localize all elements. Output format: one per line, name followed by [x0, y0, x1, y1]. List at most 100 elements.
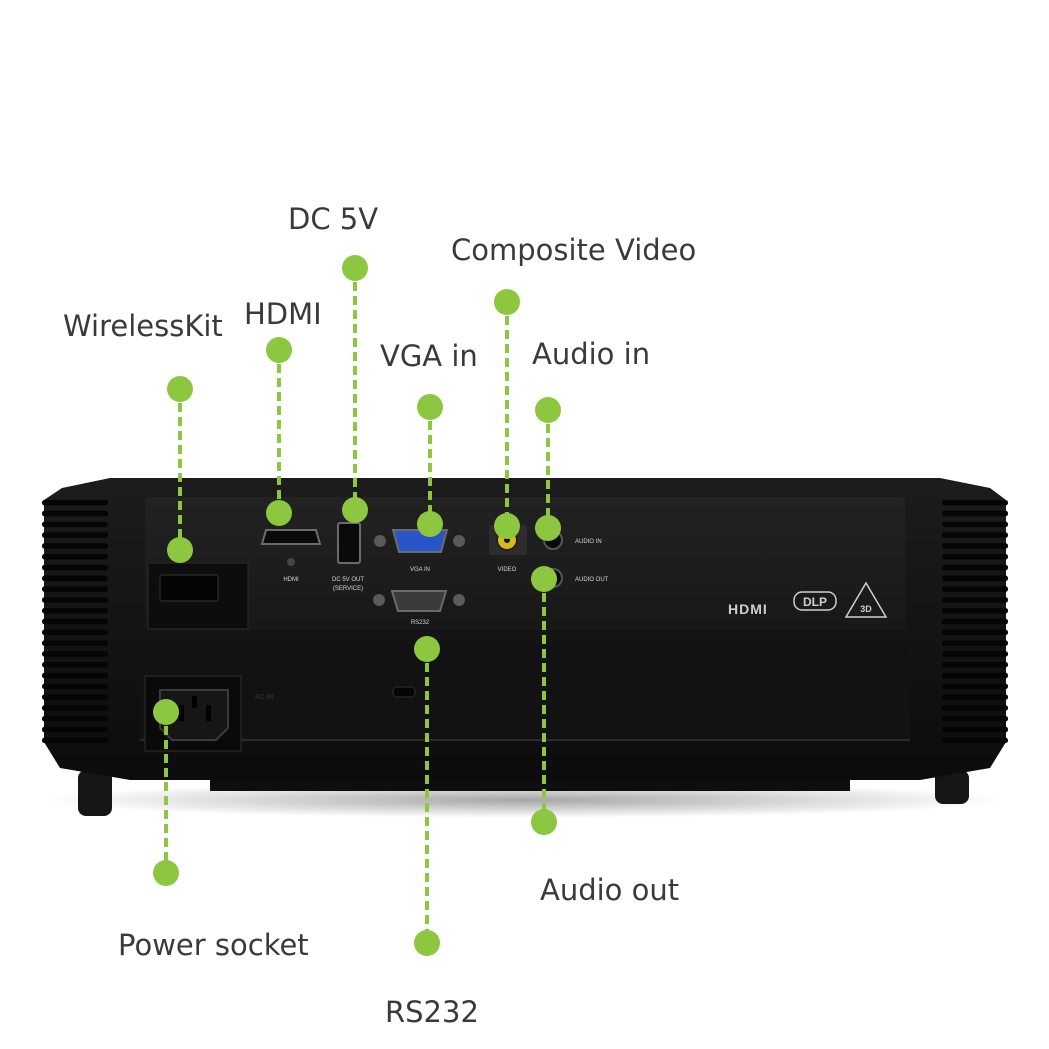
callout-hdmi-dot-start — [266, 337, 292, 363]
callout-audio-out-dot-end — [531, 809, 557, 835]
lower-panel — [140, 640, 910, 740]
callout-dc-5v — [342, 255, 368, 523]
vent-slat — [942, 705, 1008, 711]
vent-slat — [942, 554, 1008, 560]
callout-hdmi-dot-end — [266, 500, 292, 526]
callout-dc-5v-dot-end — [342, 497, 368, 523]
rs232-port — [390, 590, 448, 612]
vent-slat — [42, 683, 108, 690]
vent-slat — [42, 640, 108, 646]
vga-screw-right — [453, 535, 465, 547]
label-audio-out: Audio out — [540, 873, 679, 907]
callout-composite-video-dot-start — [494, 289, 520, 315]
callout-wireless-kit — [167, 376, 193, 563]
vent-slat — [42, 543, 108, 549]
label-wireless-kit: WirelessKit — [63, 309, 223, 343]
panel-text-power: AC IN — [255, 694, 274, 701]
callout-audio-out — [531, 566, 557, 835]
callout-power-socket-dot-end — [153, 860, 179, 886]
callout-audio-in — [535, 397, 561, 541]
vent-slat — [942, 597, 1008, 603]
panel-text-dc-out-sub: (SERVICE) — [333, 586, 363, 592]
rs232-screw-left — [373, 594, 385, 606]
callout-dc-5v-dot-start — [342, 255, 368, 281]
callout-rs232-dot-start — [414, 636, 440, 662]
callout-power-socket — [153, 699, 179, 886]
panel-text-dc-out: DC 5V OUT — [332, 577, 364, 583]
callout-audio-in-dot-end — [535, 515, 561, 541]
callout-composite-video — [494, 289, 520, 539]
vent-slat — [42, 737, 108, 744]
usb-port — [337, 522, 361, 564]
vent-slat — [42, 597, 108, 603]
vent-slat — [942, 500, 1008, 506]
vent-slat — [942, 586, 1008, 592]
hdmi-logo: HDMI — [728, 601, 768, 617]
vent-slat — [942, 575, 1008, 582]
callout-power-socket-dot-start — [153, 699, 179, 725]
callout-rs232-dot-end — [414, 930, 440, 956]
vent-slat — [42, 500, 108, 506]
vent-slat — [42, 532, 108, 538]
vent-slat — [942, 640, 1008, 646]
panel-text-hdmi: HDMI — [283, 577, 299, 583]
vent-slat — [942, 564, 1008, 571]
vent-slat — [42, 726, 108, 733]
label-vga-in: VGA in — [380, 339, 478, 373]
label-dc-5v: DC 5V — [288, 202, 378, 236]
wireless-kit-slot — [159, 574, 219, 602]
vent-slat — [942, 726, 1008, 733]
vent-slat — [942, 532, 1008, 538]
dlp-logo: DLP — [803, 595, 827, 609]
callout-vga-in-dot-start — [417, 394, 443, 420]
vent-slat — [942, 716, 1008, 722]
callout-vga-in — [417, 394, 443, 537]
label-composite-video: Composite Video — [451, 233, 696, 267]
vent-slat — [942, 683, 1008, 690]
callout-hdmi — [266, 337, 292, 526]
vent-slat — [42, 608, 108, 614]
vent-slat — [942, 543, 1008, 549]
vent-slat — [942, 629, 1008, 636]
vent-slat — [942, 651, 1008, 657]
3d-logo-triangle — [844, 581, 888, 618]
io-panel — [145, 497, 905, 630]
vent-slat — [42, 564, 108, 571]
panel-text-vga-in: VGA IN — [410, 567, 430, 573]
power-pin-earth — [192, 696, 197, 708]
foot-left — [78, 770, 112, 816]
vent-slat — [942, 672, 1008, 679]
label-power-socket: Power socket — [118, 928, 309, 962]
vent-slat — [942, 510, 1008, 517]
security-slot — [392, 686, 416, 698]
vent-slat — [42, 694, 108, 700]
callout-rs232 — [414, 636, 440, 956]
vent-slat — [942, 694, 1008, 700]
label-hdmi: HDMI — [244, 297, 322, 331]
power-socket — [159, 689, 229, 741]
panel-text-audio-out: AUDIO OUT — [575, 577, 609, 583]
vent-slat — [942, 521, 1008, 528]
vent-slat — [942, 608, 1008, 614]
vent-slat — [42, 716, 108, 722]
hdmi-port — [260, 529, 322, 545]
callout-audio-in-dot-start — [535, 397, 561, 423]
vent-slat — [42, 672, 108, 679]
callout-wireless-kit-dot-end — [167, 537, 193, 563]
vent-slat — [42, 554, 108, 560]
callout-composite-video-dot-end — [494, 513, 520, 539]
callout-wireless-kit-dot-start — [167, 376, 193, 402]
vent-slat — [42, 629, 108, 636]
callout-lines — [153, 255, 561, 956]
vent-slat — [42, 662, 108, 668]
panel-text-audio-in: AUDIO IN — [575, 539, 602, 545]
side-vents-left — [42, 500, 108, 744]
vent-slat — [42, 651, 108, 657]
vga-screw-left — [374, 535, 386, 547]
callout-audio-out-dot-start — [531, 566, 557, 592]
vent-slat — [42, 618, 108, 625]
callout-vga-in-dot-end — [417, 511, 443, 537]
3d-logo: 3D — [860, 604, 872, 614]
vent-slat — [942, 737, 1008, 744]
